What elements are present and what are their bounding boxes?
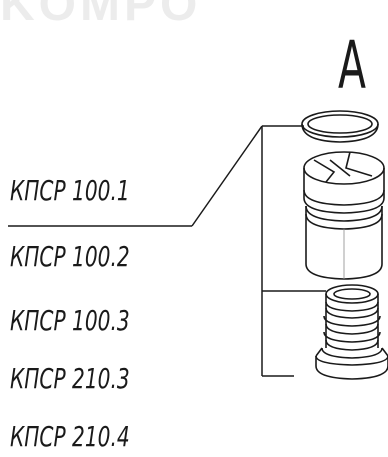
watermark-text: KOMPO <box>0 0 201 31</box>
stem-part <box>315 284 388 380</box>
part-label-2: КПСР 100.2 <box>10 240 130 273</box>
view-letter: A <box>338 27 366 104</box>
part-label-4: КПСР 210.3 <box>10 362 130 395</box>
leader-line <box>8 125 263 227</box>
part-label-1: КПСР 100.1 <box>10 174 130 207</box>
seat-body-part <box>303 151 385 280</box>
o-ring-part <box>301 110 379 143</box>
callout-bracket <box>261 125 326 377</box>
part-label-3: КПСР 100.3 <box>10 304 130 337</box>
part-label-5: КПСР 210.4 <box>10 420 130 453</box>
